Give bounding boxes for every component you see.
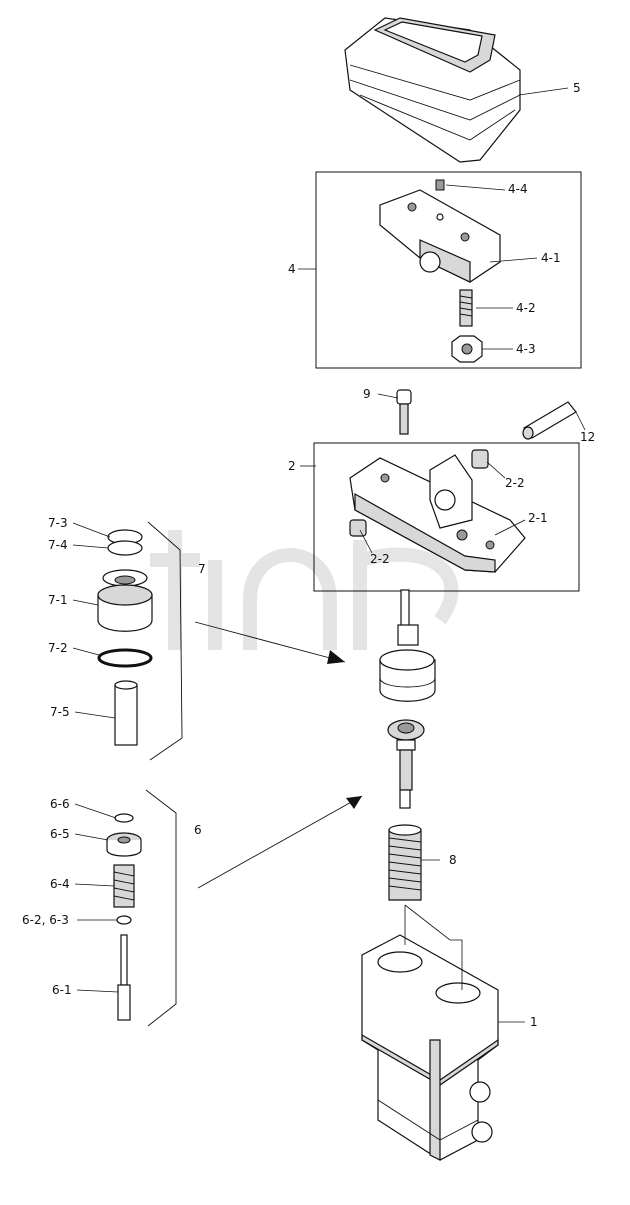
- piston-part-7-5: [114, 680, 138, 746]
- label-2-2-lower: 2-2: [370, 552, 390, 566]
- plunger-housing: [379, 624, 436, 702]
- label-2-1: 2-1: [528, 511, 548, 525]
- label-6-4: 6-4: [50, 877, 70, 891]
- label-7-4: 7-4: [48, 538, 68, 552]
- center-rod: [400, 589, 410, 631]
- label-7-1: 7-1: [48, 593, 68, 607]
- backup-ring-part-7-4: [107, 540, 143, 556]
- label-2: 2: [288, 459, 296, 473]
- spool-part: [387, 719, 425, 809]
- label-9: 9: [363, 387, 371, 401]
- o-ring-part-7-2: [97, 648, 153, 668]
- group-box-4: [315, 171, 582, 369]
- pin-part-12: [522, 401, 577, 440]
- label-4-3: 4-3: [516, 342, 536, 356]
- label-4-2: 4-2: [516, 301, 536, 315]
- nut-part-4-3: [451, 335, 483, 363]
- plate-part-6-5: [106, 832, 142, 857]
- spring-part-6-4: [113, 864, 135, 908]
- label-6-5: 6-5: [50, 827, 70, 841]
- label-6-1: 6-1: [52, 983, 72, 997]
- valve-body-part-1: [361, 934, 499, 1161]
- label-4: 4: [288, 262, 296, 276]
- spring-part-8: [388, 824, 422, 901]
- bracket-group-6: [145, 789, 177, 1027]
- bolt-part-9: [396, 389, 412, 435]
- label-6-2-6-3: 6-2, 6-3: [22, 913, 69, 927]
- bushing-part-2-2-lower: [349, 519, 367, 537]
- watermark-logo: [150, 530, 459, 650]
- label-12: 12: [580, 430, 595, 444]
- label-5: 5: [573, 81, 581, 95]
- label-6-6: 6-6: [50, 797, 70, 811]
- bracket-group-7: [147, 521, 183, 761]
- boot-part-5: [344, 17, 521, 163]
- plug-part-7-1: [97, 569, 153, 632]
- label-4-1: 4-1: [541, 251, 561, 265]
- label-1: 1: [530, 1015, 538, 1029]
- body-part-2-1: [349, 454, 526, 573]
- spool-part-6-1: [117, 934, 131, 1021]
- label-7-2: 7-2: [48, 641, 68, 655]
- label-4-4: 4-4: [508, 182, 528, 196]
- label-8: 8: [449, 853, 457, 867]
- arrow-group-7: [194, 621, 346, 664]
- label-2-2-upper: 2-2: [505, 476, 525, 490]
- leader-lines: [72, 87, 586, 1023]
- washer-part-6-6: [114, 813, 134, 823]
- arrow-group-6: [197, 795, 363, 889]
- spring-pin-part-4-2: [459, 289, 473, 327]
- group-box-2: [313, 442, 580, 592]
- label-7-5: 7-5: [50, 705, 70, 719]
- bushing-part-2-2-upper: [471, 449, 489, 469]
- label-7-3: 7-3: [48, 516, 68, 530]
- set-screw-part-4-4: [435, 179, 445, 191]
- washer-part-6-2: [116, 915, 132, 925]
- plate-part-4-1: [379, 189, 501, 283]
- label-6: 6: [194, 823, 202, 837]
- label-7: 7: [198, 562, 206, 576]
